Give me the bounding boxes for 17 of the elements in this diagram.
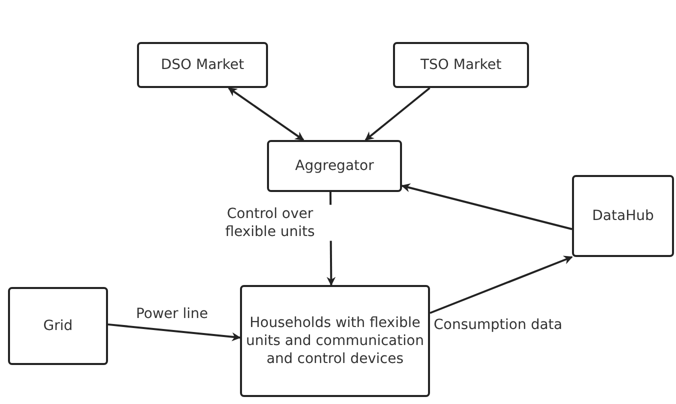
box-label: Aggregator <box>295 156 374 176</box>
process-box <box>572 175 674 257</box>
process-box <box>240 285 430 397</box>
box-label: DSO Market <box>160 56 244 74</box>
arrow <box>430 256 573 314</box>
process-box <box>393 42 529 88</box>
box-label: DataHub <box>592 206 654 226</box>
process-box <box>137 42 268 88</box>
arrow <box>364 87 430 141</box>
arrow <box>401 183 572 230</box>
process-box <box>267 140 402 192</box>
arrow <box>108 323 241 342</box>
box-label: TSO Market <box>420 56 502 74</box>
process-box <box>8 287 108 365</box>
arrow <box>228 87 304 141</box>
box-label: Grid <box>43 316 73 336</box>
box-label: Households with flexible units and communication and control devices <box>246 314 424 368</box>
